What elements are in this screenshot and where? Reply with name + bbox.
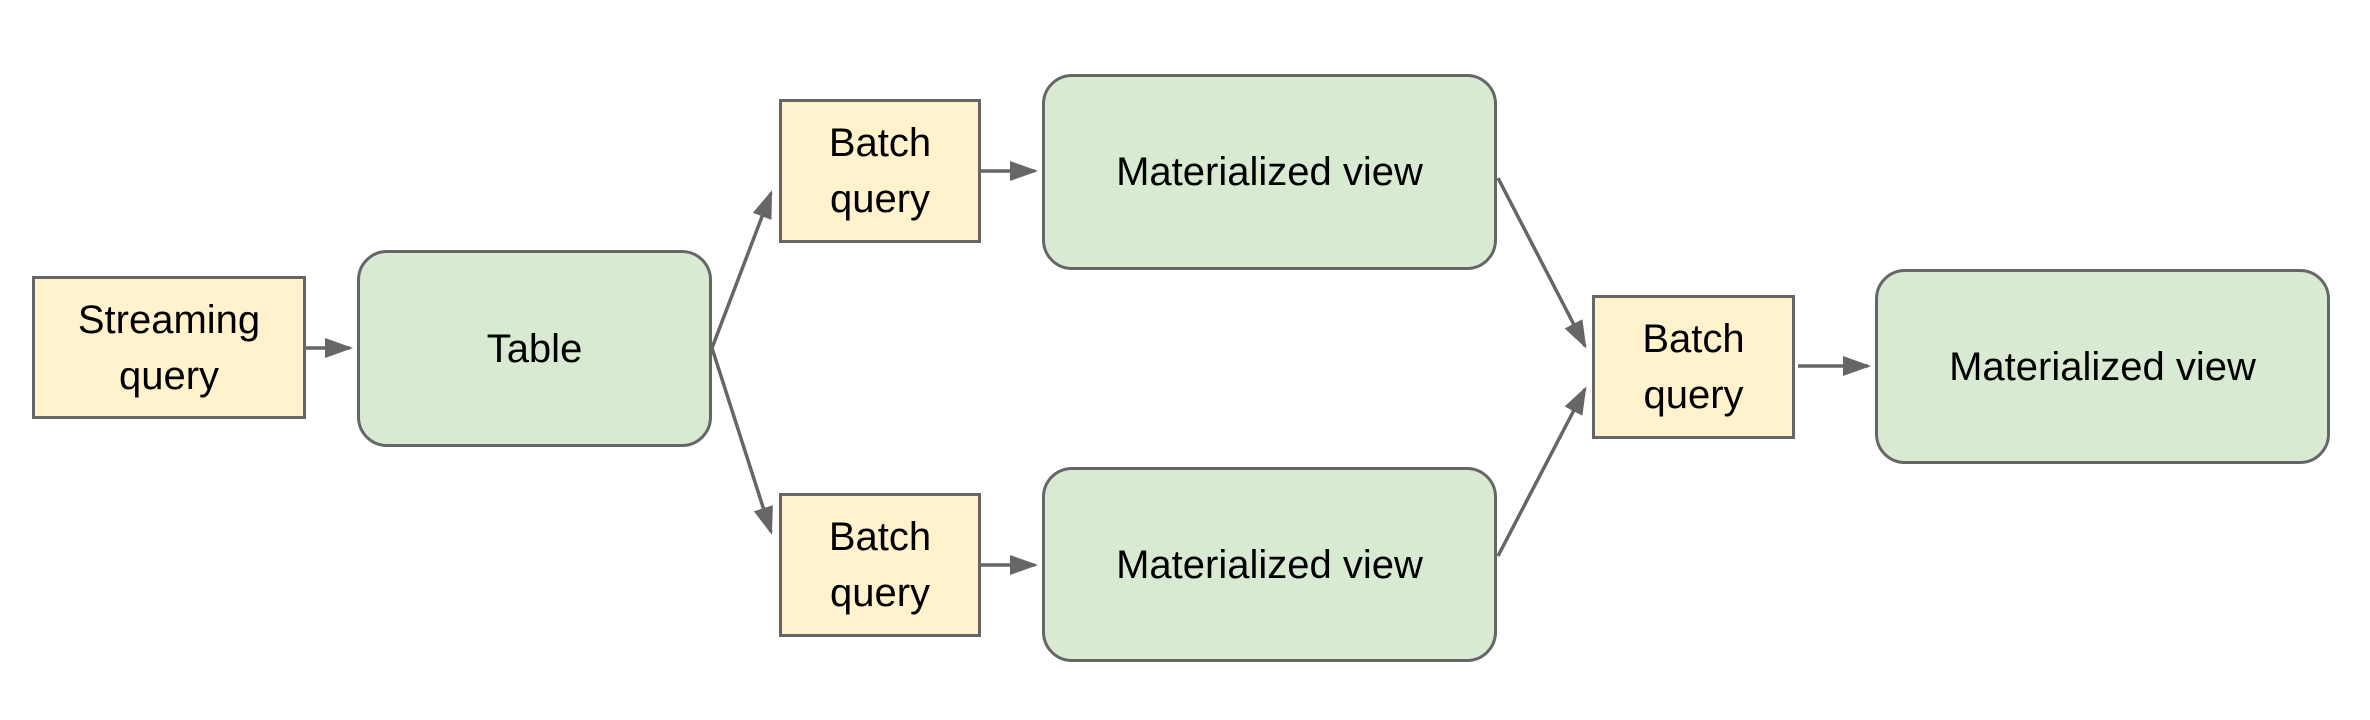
- node-batch-query-top-label: Batch query: [828, 121, 932, 221]
- node-batch-query-bottom-label: Batch query: [828, 515, 932, 615]
- node-batch-query-top: Batch query: [779, 99, 981, 243]
- node-streaming-query: Streaming query: [32, 276, 306, 419]
- node-batch-query-final: Batch query: [1592, 295, 1795, 439]
- node-table: Table: [357, 250, 712, 447]
- node-streaming-query-label: Streaming query: [77, 297, 261, 398]
- node-materialized-view-final: Materialized view: [1875, 269, 2330, 464]
- node-materialized-view-final-label: Materialized view: [1949, 344, 2256, 389]
- node-materialized-view-top: Materialized view: [1042, 74, 1497, 270]
- edge-table-to-batch-query-top: [710, 190, 773, 349]
- node-materialized-view-bottom-label: Materialized view: [1116, 542, 1423, 587]
- node-batch-query-final-label: Batch query: [1642, 317, 1745, 417]
- node-materialized-view-top-label: Materialized view: [1116, 150, 1423, 194]
- node-batch-query-bottom: Batch query: [779, 493, 981, 637]
- edge-materialized-view-top-to-batch-query-final: [1496, 177, 1587, 349]
- edge-materialized-view-bottom-to-batch-query-final: [1496, 386, 1587, 557]
- node-table-label: Table: [486, 326, 583, 371]
- edge-table-to-batch-query-bottom: [710, 347, 773, 535]
- node-materialized-view-bottom: Materialized view: [1042, 467, 1497, 662]
